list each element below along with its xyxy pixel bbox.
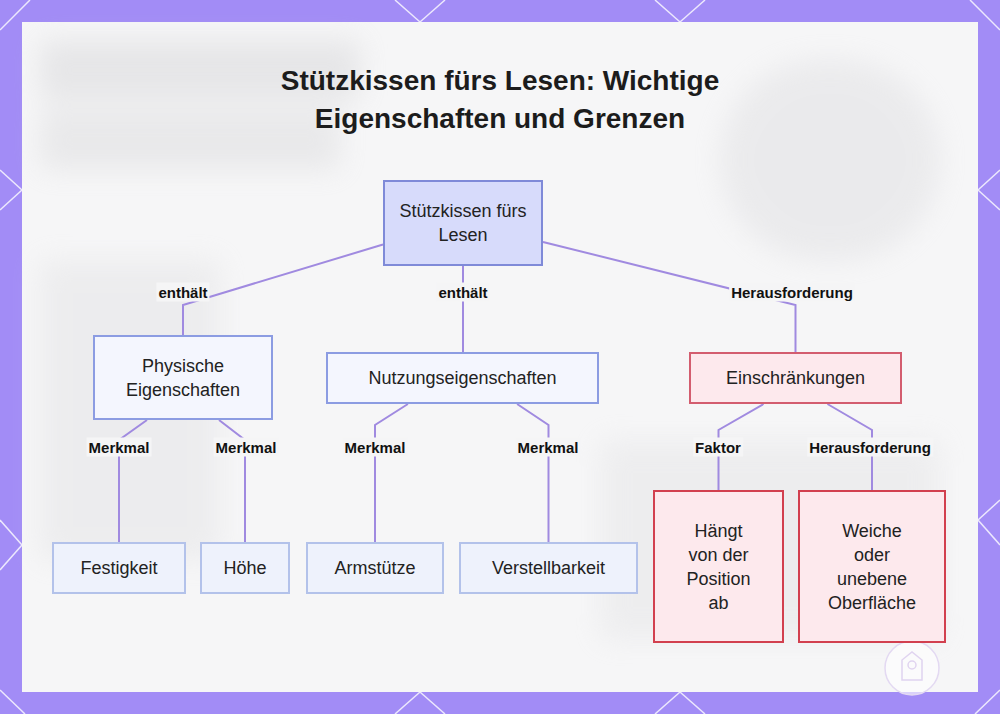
edge-label: Faktor xyxy=(693,438,743,457)
category-box: Physische Eigenschaften xyxy=(93,335,273,420)
edge-label: Merkmal xyxy=(87,438,152,457)
node-label: Einschränkungen xyxy=(701,366,891,390)
category-box: Nutzungseigenschaften xyxy=(326,352,599,404)
limitation-detail-box: Hängt von der Position ab xyxy=(653,490,784,643)
feature-box: Verstellbarkeit xyxy=(459,542,638,594)
limitation-box: Einschränkungen xyxy=(689,352,902,404)
edge-label: Merkmal xyxy=(343,438,408,457)
edge-label: enthält xyxy=(156,283,209,302)
edge-label: enthält xyxy=(436,283,489,302)
feature-box: Festigkeit xyxy=(52,542,186,594)
edge-label: Merkmal xyxy=(516,438,581,457)
node-label: Physische Eigenschaften xyxy=(108,354,258,402)
node-label: Hängt von der Position ab xyxy=(682,519,756,615)
edge-label: Merkmal xyxy=(214,438,279,457)
edge-label: Herausforderung xyxy=(807,438,933,457)
connector-line xyxy=(517,404,548,542)
node-label: Stützkissen fürs Lesen xyxy=(393,199,533,247)
logo-badge xyxy=(885,641,939,695)
node-label: Weiche oder unebene Oberfläche xyxy=(826,519,918,615)
edge-label: Herausforderung xyxy=(729,283,855,302)
card xyxy=(22,22,978,692)
root-box: Stützkissen fürs Lesen xyxy=(383,180,543,266)
node-label: Höhe xyxy=(205,556,285,580)
node-label: Festigkeit xyxy=(59,556,179,580)
node-label: Verstellbarkeit xyxy=(469,556,629,580)
connector-line xyxy=(375,404,408,542)
diagram-title: Stützkissen fürs Lesen: Wichtige Eigensc… xyxy=(220,62,780,138)
feature-box: Armstütze xyxy=(306,542,444,594)
feature-box: Höhe xyxy=(200,542,290,594)
node-label: Armstütze xyxy=(313,556,437,580)
connector-line xyxy=(183,245,383,336)
connector-line xyxy=(462,266,464,352)
limitation-detail-box: Weiche oder unebene Oberfläche xyxy=(798,490,946,643)
node-label: Nutzungseigenschaften xyxy=(338,366,588,390)
